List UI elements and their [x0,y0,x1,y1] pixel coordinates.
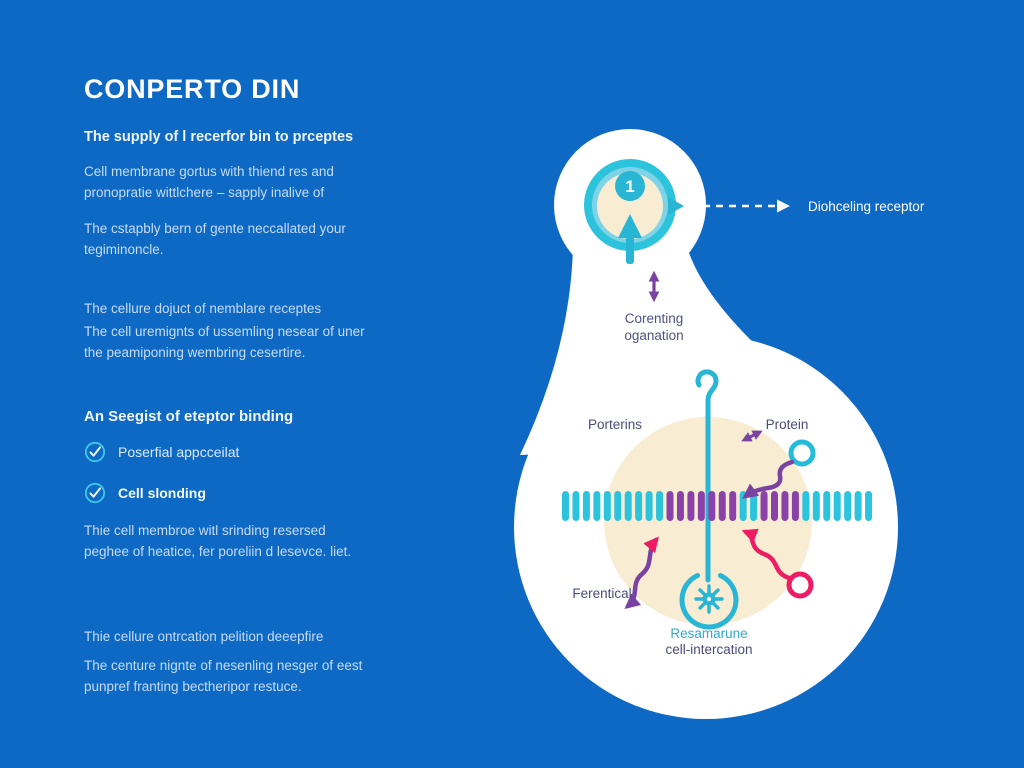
membrane-bar [635,491,643,521]
protein-small-double-arrow [741,430,763,442]
organation-label-line1: Corenting [625,311,684,326]
paragraph: Thie cell membroe witl srinding resersed… [84,523,352,559]
membrane-bars [562,491,873,521]
membrane-bar [666,491,674,521]
membrane-bar [833,491,841,521]
membrane-bar [781,491,789,521]
membrane-bar [697,491,705,521]
membrane-bar [812,491,820,521]
signal-wavy-arrow-top-right [742,459,795,499]
membrane-bar [771,491,778,521]
step-number-badge [615,171,645,201]
membrane-bar [854,491,862,521]
paragraph: The centure nignte of nesenling nesger o… [84,658,363,694]
page-title: CONPERTO DIN [84,74,301,104]
step-number: 1 [625,177,634,196]
receptor-badge: 1 [584,159,684,264]
organation-label-line2: oganation [624,328,683,343]
checklist-item-label: Cell slonding [118,485,206,501]
membrane-bar [562,491,569,521]
checklist-item: Poserfial appcceilat [84,441,239,463]
signal-circle [679,573,739,630]
membrane-bar [865,491,873,521]
checklist-item: Cell slonding [84,482,206,504]
receptor-label: Diohceling receptor [808,199,925,214]
membrane-bar [624,491,632,521]
ligand-ring-top [788,439,816,467]
membrane-bar [844,491,852,521]
membrane-bar [791,491,799,521]
ligand-ring-bottom [786,571,814,599]
membrane-bar [645,491,653,521]
membrane-bar [603,491,611,521]
badge-right-arrow-icon [668,197,684,215]
membrane-bar [593,491,601,521]
checkmark-icon [84,482,106,504]
membrane-bar [750,491,758,521]
membrane-bar [572,491,580,521]
membrane-bar [656,491,664,521]
membrane-bar [760,491,768,521]
protein-right-label: Protein [766,417,809,432]
receptor-stem [695,369,719,583]
membrane-bar [687,491,695,521]
page-subtitle: The supply of l recerfor bin to prceptes [84,129,354,145]
signal-wavy-arrow-bottom-left [624,536,659,609]
proteins-left-label: Porterins [588,417,642,432]
membrane-bar [676,491,684,521]
membrane-bar [802,491,810,521]
membrane-label-line1: Resamarune [670,626,747,641]
paragraph: The cstapbly bern of gente neccallated y… [84,221,346,257]
ferentical-label: Ferentical [572,586,631,601]
membrane-bar [614,491,622,521]
checkmark-icon [84,441,106,463]
signal-wavy-arrow-bottom-right [741,528,792,581]
gear-icon [694,584,724,614]
checklist-item-label: Poserfial appcceilat [118,444,240,460]
membrane-bar [718,491,726,521]
paragraph: Cell membrane gortus with thiend res and… [84,164,334,200]
membrane-bar [823,491,831,521]
membrane-label-line2: cell-intercation [665,642,752,657]
paragraph: Thie cellure ontrcation pelition deeepfi… [84,629,324,644]
badge-up-arrow-icon [618,214,642,238]
paragraph: The cellure dojuct of nemblare receptes [84,301,322,316]
membrane-bar [729,491,737,521]
membrane-bar [582,491,590,521]
section-heading: An Seegist of eteptor binding [84,408,294,425]
paragraph: The cell uremignts of ussemling nesear o… [84,324,365,360]
membrane-bar [708,491,716,521]
